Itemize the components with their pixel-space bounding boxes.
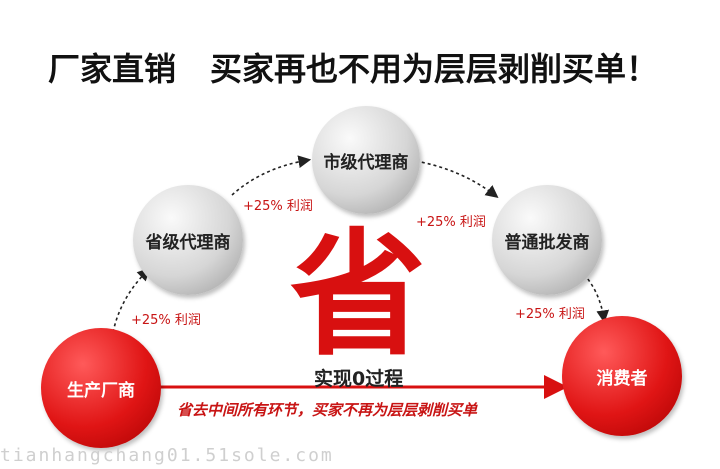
node-city-label: 市级代理商 xyxy=(323,152,409,173)
bottom-slogan: 省去中间所有环节，买家不再为层层剥削买单 xyxy=(177,401,478,419)
headline: 厂家直销买家再也不用为层层剥削买单！ xyxy=(48,44,708,90)
watermark: tianhangchang01.51sole.com xyxy=(0,445,334,466)
center-big-character: 省 xyxy=(290,217,426,375)
node-city-agent: 市级代理商 xyxy=(312,106,420,214)
node-wholesaler: 普通批发商 xyxy=(492,185,602,295)
headline-part2: 买家再也不用为层层剥削买单！ xyxy=(210,50,659,88)
center-subtitle: 实现0过程 xyxy=(314,368,404,390)
arrow-provincial-to-city xyxy=(231,155,312,196)
profit-label-3: +25% 利润 xyxy=(416,215,486,230)
profit-label-4: +25% 利润 xyxy=(515,307,585,322)
node-manufacturer: 生产厂商 xyxy=(41,328,161,448)
headline-part1: 厂家直销 xyxy=(48,50,177,88)
node-consumer-label: 消费者 xyxy=(596,368,648,389)
node-consumer: 消费者 xyxy=(562,316,682,436)
profit-label-1: +25% 利润 xyxy=(131,313,201,328)
arrow-city-to-wholesaler xyxy=(409,159,499,198)
node-provincial-agent: 省级代理商 xyxy=(133,185,243,295)
profit-label-2: +25% 利润 xyxy=(243,199,313,214)
node-wholesaler-label: 普通批发商 xyxy=(504,232,590,253)
node-provincial-label: 省级代理商 xyxy=(145,232,231,253)
node-manufacturer-label: 生产厂商 xyxy=(67,380,135,401)
